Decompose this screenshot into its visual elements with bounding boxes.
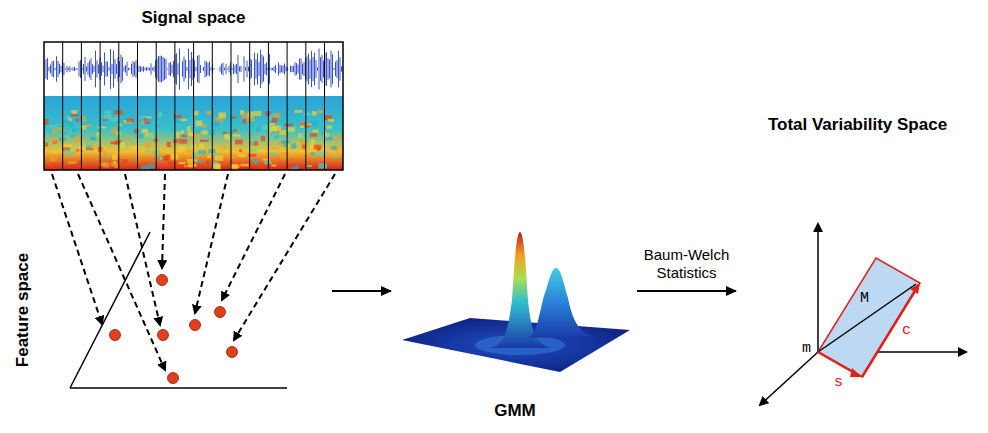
- flow-arrow: [637, 290, 736, 292]
- feature-panel: Feature space: [0, 215, 330, 405]
- panel-title: Total Variability Space: [768, 115, 947, 135]
- signal-panel: Signal space: [44, 8, 343, 170]
- flow-arrow: [332, 290, 391, 292]
- vector-label: s: [834, 374, 843, 391]
- gmm-panel: GMM: [395, 225, 635, 425]
- panel-title: Signal space: [142, 8, 246, 28]
- tvs-panel: Total Variability Space: [740, 115, 975, 420]
- vector-label: M: [860, 290, 869, 307]
- panel-title: Feature space: [13, 253, 33, 367]
- edge-label: Baum-Welch Statistics: [641, 246, 733, 284]
- panel-title: GMM: [494, 401, 536, 421]
- vector-label: m: [802, 340, 811, 357]
- vector-label: c: [902, 322, 911, 339]
